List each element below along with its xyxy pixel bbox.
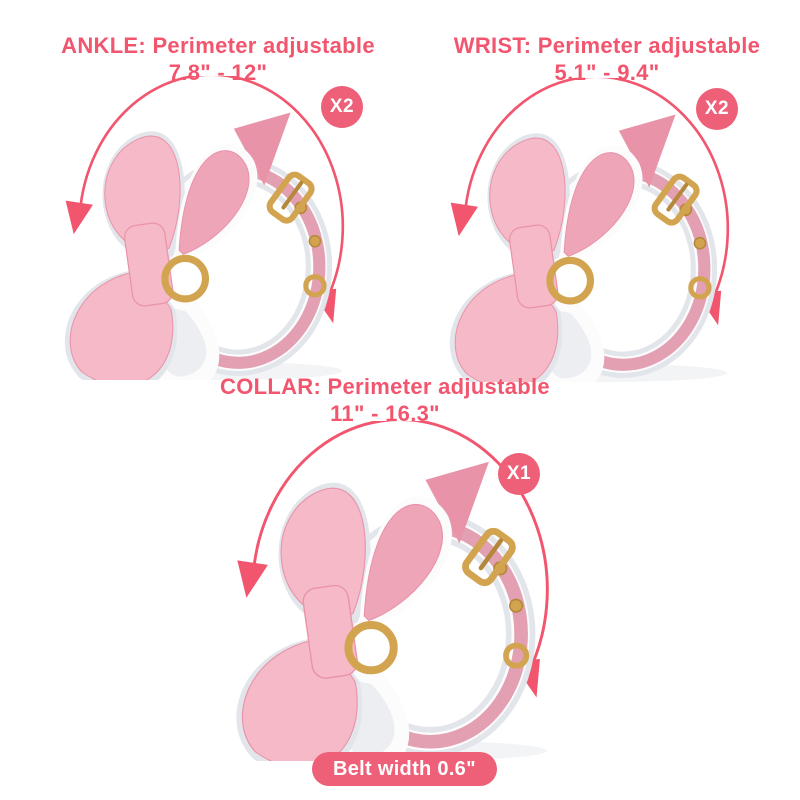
wrist-range: 5.1" - 9.4" (554, 60, 660, 85)
wrist-quantity-badge: X2 (696, 88, 738, 130)
collar-label-group: COLLAR: Perimeter adjustable 11" - 16.3" (185, 373, 585, 427)
ankle-title: ANKLE: Perimeter adjustable (61, 33, 375, 58)
collar-quantity-badge: X1 (498, 453, 540, 495)
belt-width-badge: Belt width 0.6" (312, 752, 497, 786)
ankle-quantity-badge: X2 (321, 86, 363, 128)
ankle-label-group: ANKLE: Perimeter adjustable 7.8" - 12" (18, 32, 418, 86)
collar-title: COLLAR: Perimeter adjustable (220, 374, 550, 399)
wrist-title: WRIST: Perimeter adjustable (453, 33, 761, 58)
wrist-label-group: WRIST: Perimeter adjustable 5.1" - 9.4" (407, 32, 800, 86)
